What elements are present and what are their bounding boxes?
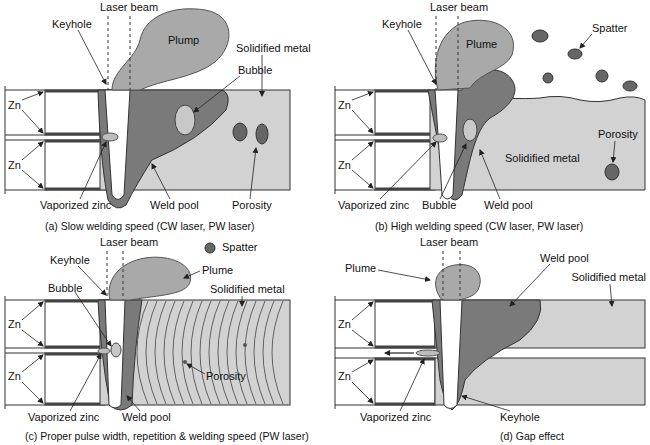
bubble-label: Bubble: [422, 199, 456, 212]
spatter-label: Spatter: [592, 22, 627, 35]
beam-label: Laser beam: [430, 1, 488, 14]
plume-label: Plume: [466, 38, 497, 51]
zinc-label: Zn: [8, 370, 21, 383]
solidified-label: Solidified metal: [505, 152, 580, 165]
zinc-label: Zn: [8, 159, 21, 172]
panel-caption: (a) Slow welding speed (CW laser, PW las…: [45, 220, 254, 233]
porosity-label: Porosity: [598, 128, 638, 141]
bubble-label: Bubble: [238, 64, 272, 77]
solidified-label: Solidified metal: [210, 283, 285, 296]
keyhole-label: Keyhole: [500, 411, 540, 424]
weld-pool-label: Weld pool: [540, 252, 589, 265]
solidified-label: Solidified metal: [571, 271, 646, 284]
keyhole-label: Keyhole: [382, 18, 422, 31]
weld-ripples: [137, 301, 283, 404]
weld-pool-label: Weld pool: [150, 199, 199, 212]
ripple-line: [272, 301, 283, 404]
panel-d: [335, 251, 645, 411]
beam-label: Laser beam: [100, 236, 158, 249]
panel-c: [5, 243, 290, 411]
keyhole-label: Keyhole: [52, 18, 92, 31]
zinc-label: Zn: [338, 370, 351, 383]
porosity-label: Porosity: [232, 199, 272, 212]
panel-caption: (c) Proper pulse width, repetition & wel…: [25, 430, 309, 443]
zinc-label: Zn: [8, 99, 21, 112]
plume-label: Plump: [168, 34, 199, 47]
vapor-label: Vaporized zinc: [28, 411, 99, 424]
zinc-label: Zn: [8, 318, 21, 331]
bubble-label: Bubble: [48, 282, 82, 295]
zinc-label: Zn: [338, 99, 351, 112]
vapor-label: Vaporized zinc: [40, 199, 111, 212]
weld-pool-label: Weld pool: [484, 199, 533, 212]
panel-b: [335, 16, 645, 200]
solidified-label: Solidified metal: [236, 42, 311, 55]
beam-label: Laser beam: [100, 1, 158, 14]
zinc-label: Zn: [338, 159, 351, 172]
weld-pool-label: Weld pool: [122, 411, 171, 424]
panel-caption: (d) Gap effect: [500, 430, 564, 443]
vapor-label: Vaporized zinc: [360, 411, 431, 424]
vapor-label: Vaporized zinc: [338, 199, 409, 212]
spatter-label: Spatter: [222, 241, 257, 254]
panel-a: [5, 9, 290, 208]
keyhole-label: Keyhole: [50, 254, 90, 267]
beam-label: Laser beam: [420, 236, 478, 249]
zinc-label: Zn: [338, 318, 351, 331]
plume-label: Plume: [345, 262, 376, 275]
plume-label: Plume: [202, 264, 233, 277]
panel-caption: (b) High welding speed (CW laser, PW las…: [375, 220, 583, 233]
porosity-label: Porosity: [206, 370, 246, 383]
